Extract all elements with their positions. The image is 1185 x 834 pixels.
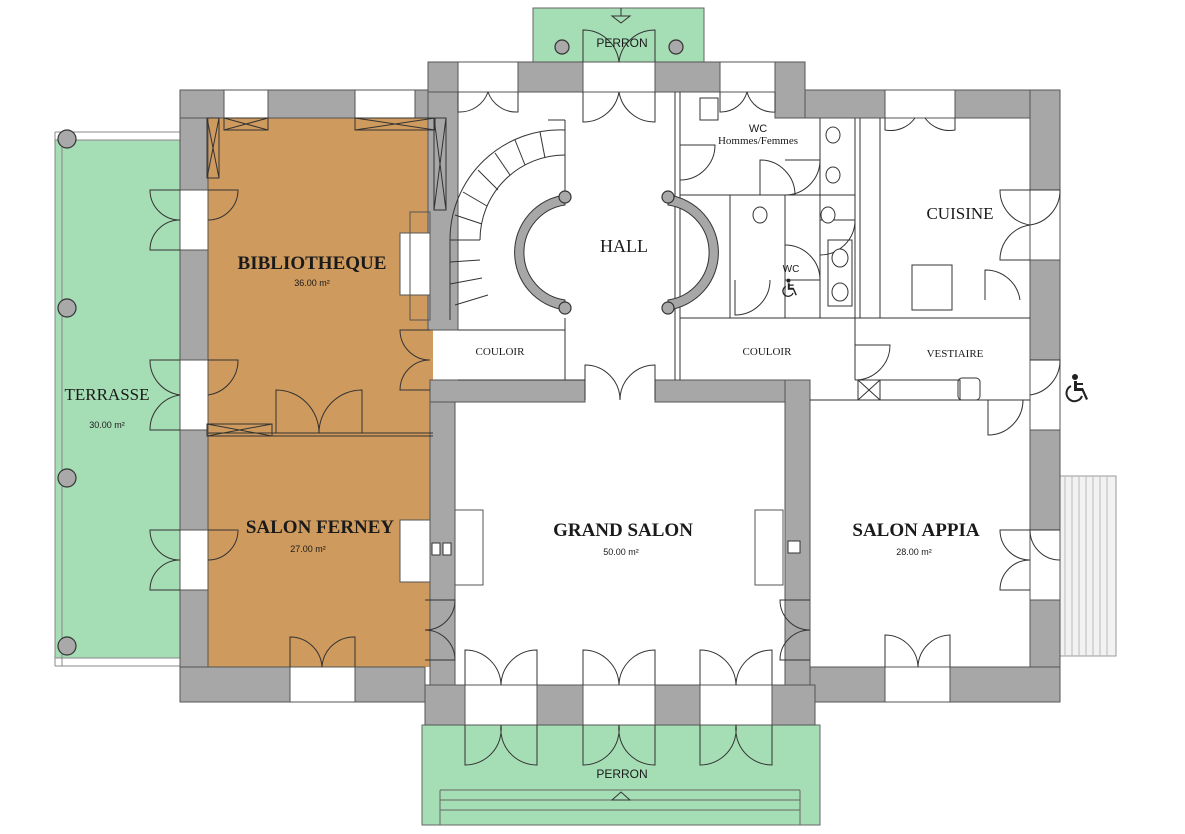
salon-ferney-area: 27.00 m²: [290, 544, 326, 554]
vestiaire-label: VESTIAIRE: [927, 348, 984, 360]
grand-salon-label: GRAND SALON: [553, 520, 693, 541]
cuisine-counter: [911, 264, 953, 311]
fireplaces: [399, 211, 801, 586]
perron-top-label: PERRON: [596, 36, 647, 50]
wc-fixtures: [699, 97, 853, 307]
salon-appia-area: 28.00 m²: [896, 547, 932, 557]
salon-ferney-floor: [207, 436, 433, 667]
couloir-right-label: COULOIR: [743, 346, 793, 358]
bibliotheque-label: BIBLIOTHEQUE: [238, 253, 387, 274]
staircase: [449, 119, 566, 320]
hall-label: HALL: [600, 236, 648, 256]
terrace-columns: [57, 39, 684, 656]
salon-appia-label: SALON APPIA: [852, 520, 979, 541]
hall-curve-right: [667, 194, 719, 311]
grand-salon-area: 50.00 m²: [603, 547, 639, 557]
cuisine-label: CUISINE: [926, 204, 993, 223]
wc-top-sublabel: Hommes/Femmes: [718, 135, 798, 147]
terrasse-label: TERRASSE: [64, 385, 149, 404]
couloir-left-label: COULOIR: [476, 346, 526, 358]
hall-columns: [558, 190, 675, 315]
wc-top-label: WC: [749, 123, 767, 135]
side-stairs: [1057, 475, 1117, 657]
entry-arrows: [610, 8, 632, 801]
hall-curve-left: [514, 194, 566, 311]
accessibility-icon: [1065, 374, 1088, 403]
bibliotheque-area: 36.00 m²: [294, 278, 330, 288]
salon-ferney-label: SALON FERNEY: [246, 517, 395, 538]
doors: [149, 29, 1061, 766]
terrasse-area: [54, 139, 181, 659]
wc-small-label: WC: [783, 264, 800, 275]
bibliotheque-floor: [207, 118, 433, 436]
vestiaire-counter: [879, 379, 961, 401]
wc-accessibility-icon: [782, 278, 797, 297]
terrasse-area: 30.00 m²: [89, 420, 125, 430]
perron-bottom-label: PERRON: [596, 767, 647, 781]
window-openings: [179, 61, 1061, 726]
